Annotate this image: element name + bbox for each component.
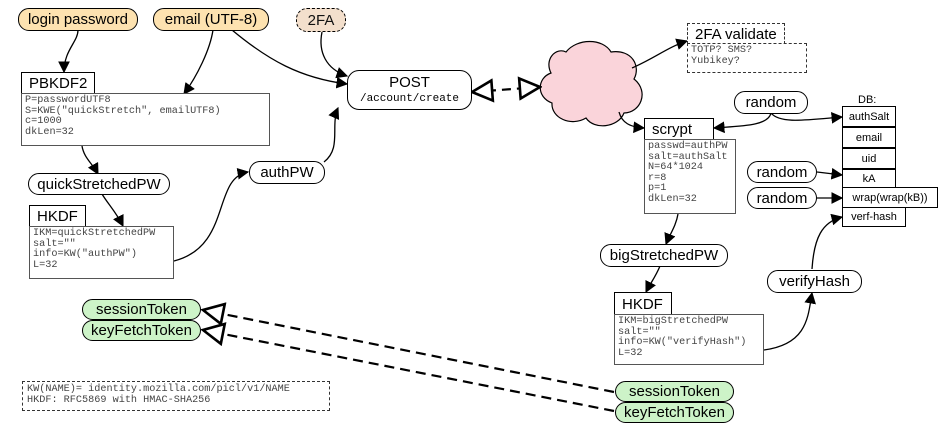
arrow-random-to-scrypt <box>712 112 772 134</box>
arrow-scrypt-to-bigstretch <box>664 213 679 246</box>
arrow-post-cloud <box>472 87 540 92</box>
arrow-bigstretch-to-hkdf <box>645 265 661 294</box>
arrow-login-to-pbkdf2 <box>58 29 79 74</box>
arrow-random-to-ka <box>816 167 844 180</box>
db-field-verf-hash: verf-hash <box>842 207 906 227</box>
db-field-wrap-kb: wrap(wrap(kB)) <box>842 187 938 208</box>
two-fa-input: 2FA <box>296 8 346 32</box>
hkdf-auth-params: IKM=quickStretchedPW salt="" info=KW("au… <box>29 226 174 279</box>
scrypt-params: passwd=authPW salt=authSalt N=64*1024 r=… <box>644 139 736 214</box>
arrow-verifyhash-to-verfhash <box>811 213 844 270</box>
arrow-quickstretch-to-hkdf <box>101 193 124 228</box>
server-keyfetch-token: keyFetchToken <box>615 402 734 423</box>
post-path-label: /account/create <box>359 93 460 105</box>
arrow-random-to-authsalt <box>770 112 844 124</box>
two-fa-validate-title: 2FA validate <box>687 23 785 44</box>
post-method-label: POST <box>389 74 430 91</box>
hkdf-auth-title: HKDF <box>29 205 86 227</box>
server-cloud-shape <box>539 40 643 127</box>
arrow-hkdf-to-authpw <box>173 167 250 262</box>
client-session-token: sessionToken <box>82 299 201 320</box>
pbkdf2-title: PBKDF2 <box>21 72 95 94</box>
verify-hash-node: verifyHash <box>767 270 862 293</box>
big-stretched-pw-node: bigStretchedPW <box>600 244 728 267</box>
arrow-pbkdf2-to-quickstretch <box>81 145 99 176</box>
notation-legend: KW(NAME)= identity.mozilla.com/picl/v1/N… <box>22 381 330 411</box>
db-field-authsalt: authSalt <box>842 106 896 127</box>
arrow-email-to-pbkdf2 <box>183 29 214 95</box>
arrow-cloud-to-2fa <box>631 38 689 69</box>
arrow-authpw-to-post <box>323 106 340 163</box>
hkdf-verify-title: HKDF <box>614 292 672 315</box>
post-account-create-node: POST /account/create <box>347 70 472 110</box>
quick-stretched-pw-node: quickStretchedPW <box>28 173 170 195</box>
two-fa-validate-params: TOTP? SMS? Yubikey? <box>687 43 807 73</box>
db-field-ka: kA <box>842 169 896 188</box>
db-field-email: email <box>842 127 896 148</box>
random-salt-node: random <box>734 91 808 114</box>
pbkdf2-params: P=passwordUTF8 S=KWE("quickStretch", ema… <box>21 93 270 146</box>
hkdf-verify-params: IKM=bigStretchedPW salt="" info=KW("veri… <box>614 314 764 365</box>
arrow-session-token-return <box>203 310 615 394</box>
login-password-input: login password <box>18 8 138 31</box>
client-keyfetch-token: keyFetchToken <box>82 320 201 341</box>
arrow-hkdf-to-verifyhash <box>763 291 816 351</box>
scrypt-title: scrypt <box>644 118 714 140</box>
arrow-email-to-post <box>231 29 349 89</box>
random-kb-node: random <box>747 187 817 209</box>
db-label: DB: <box>858 94 877 106</box>
random-ka-node: random <box>747 161 817 183</box>
arrow-keyfetch-token-return <box>203 330 615 413</box>
arrow-2fa-to-post <box>320 31 349 79</box>
arrow-cloud-to-scrypt <box>618 111 646 134</box>
server-session-token: sessionToken <box>615 381 734 402</box>
db-field-uid: uid <box>842 148 896 169</box>
auth-pw-node: authPW <box>249 161 325 184</box>
email-input: email (UTF-8) <box>153 8 269 31</box>
